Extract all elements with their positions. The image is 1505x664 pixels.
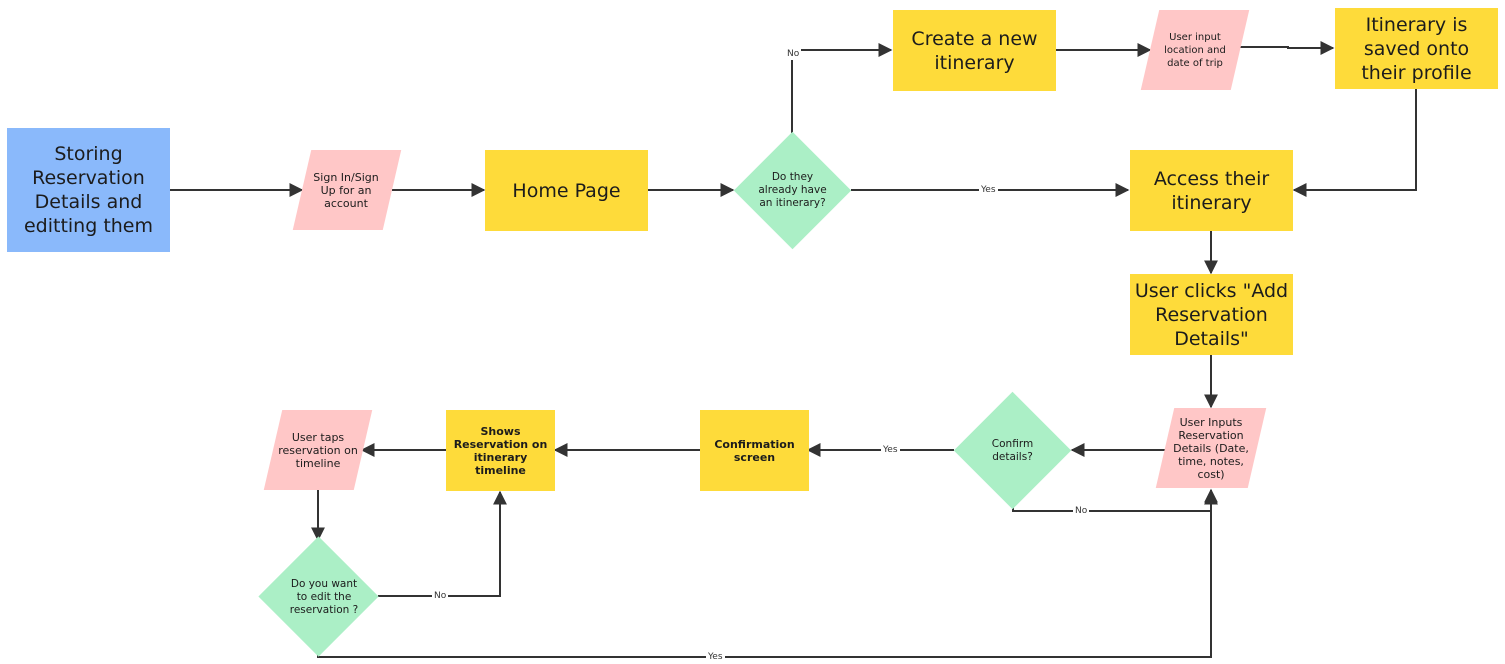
create-itinerary-node[interactable]: Create a new itinerary [893,10,1056,91]
have-itinerary-label: Do they already have an itinerary? [758,171,827,209]
edge-label-edit-yes: Yes [706,652,725,663]
edge-label-confirm-no: No [1073,506,1090,517]
edge-label-itinerary-no: No [785,49,802,60]
edge-label-confirm-yes: Yes [881,445,900,456]
user-clicks-add-node[interactable]: User clicks "Add Reservation Details" [1130,274,1293,355]
edge-decision-no-to-create [791,43,893,133]
start-node-label: Storing Reservation Details and editting… [23,143,154,237]
edge-label-itinerary-yes: Yes [979,185,998,196]
edge-confirm-no-to-inputs [1012,488,1218,512]
home-page-label: Home Page [512,179,621,202]
confirmation-screen-label: Confirmation screen [714,437,795,464]
confirmation-screen-node[interactable]: Confirmation screen [700,410,809,491]
access-itinerary-label: Access their itinerary [1153,167,1270,214]
itinerary-saved-label: Itinerary is saved onto their profile [1361,13,1472,84]
shows-reservation-label: Shows Reservation on itinerary timeline [453,424,548,477]
create-itinerary-label: Create a new itinerary [911,27,1038,74]
edge-saved-to-access [1292,89,1417,197]
edit-reservation-label: Do you want to edit the reservation ? [289,577,359,616]
edge-edit-no-to-shows [378,490,507,597]
user-inputs-details-label: User Inputs Reservation Details (Date, t… [1173,415,1249,481]
user-clicks-add-label: User clicks "Add Reservation Details" [1134,279,1289,350]
signin-label: Sign In/Sign Up for an account [313,170,379,210]
confirm-details-label: Confirm details? [991,437,1034,463]
user-input-location-label: User input location and date of trip [1164,31,1226,69]
access-itinerary-node[interactable]: Access their itinerary [1130,150,1293,231]
home-page-node[interactable]: Home Page [485,150,648,231]
user-taps-label: User taps reservation on timeline [278,430,358,470]
edge-input-to-saved [1240,41,1335,55]
itinerary-saved-node[interactable]: Itinerary is saved onto their profile [1335,8,1498,89]
start-node[interactable]: Storing Reservation Details and editting… [7,128,170,252]
edge-label-edit-no: No [432,591,449,602]
shows-reservation-node[interactable]: Shows Reservation on itinerary timeline [446,410,555,491]
